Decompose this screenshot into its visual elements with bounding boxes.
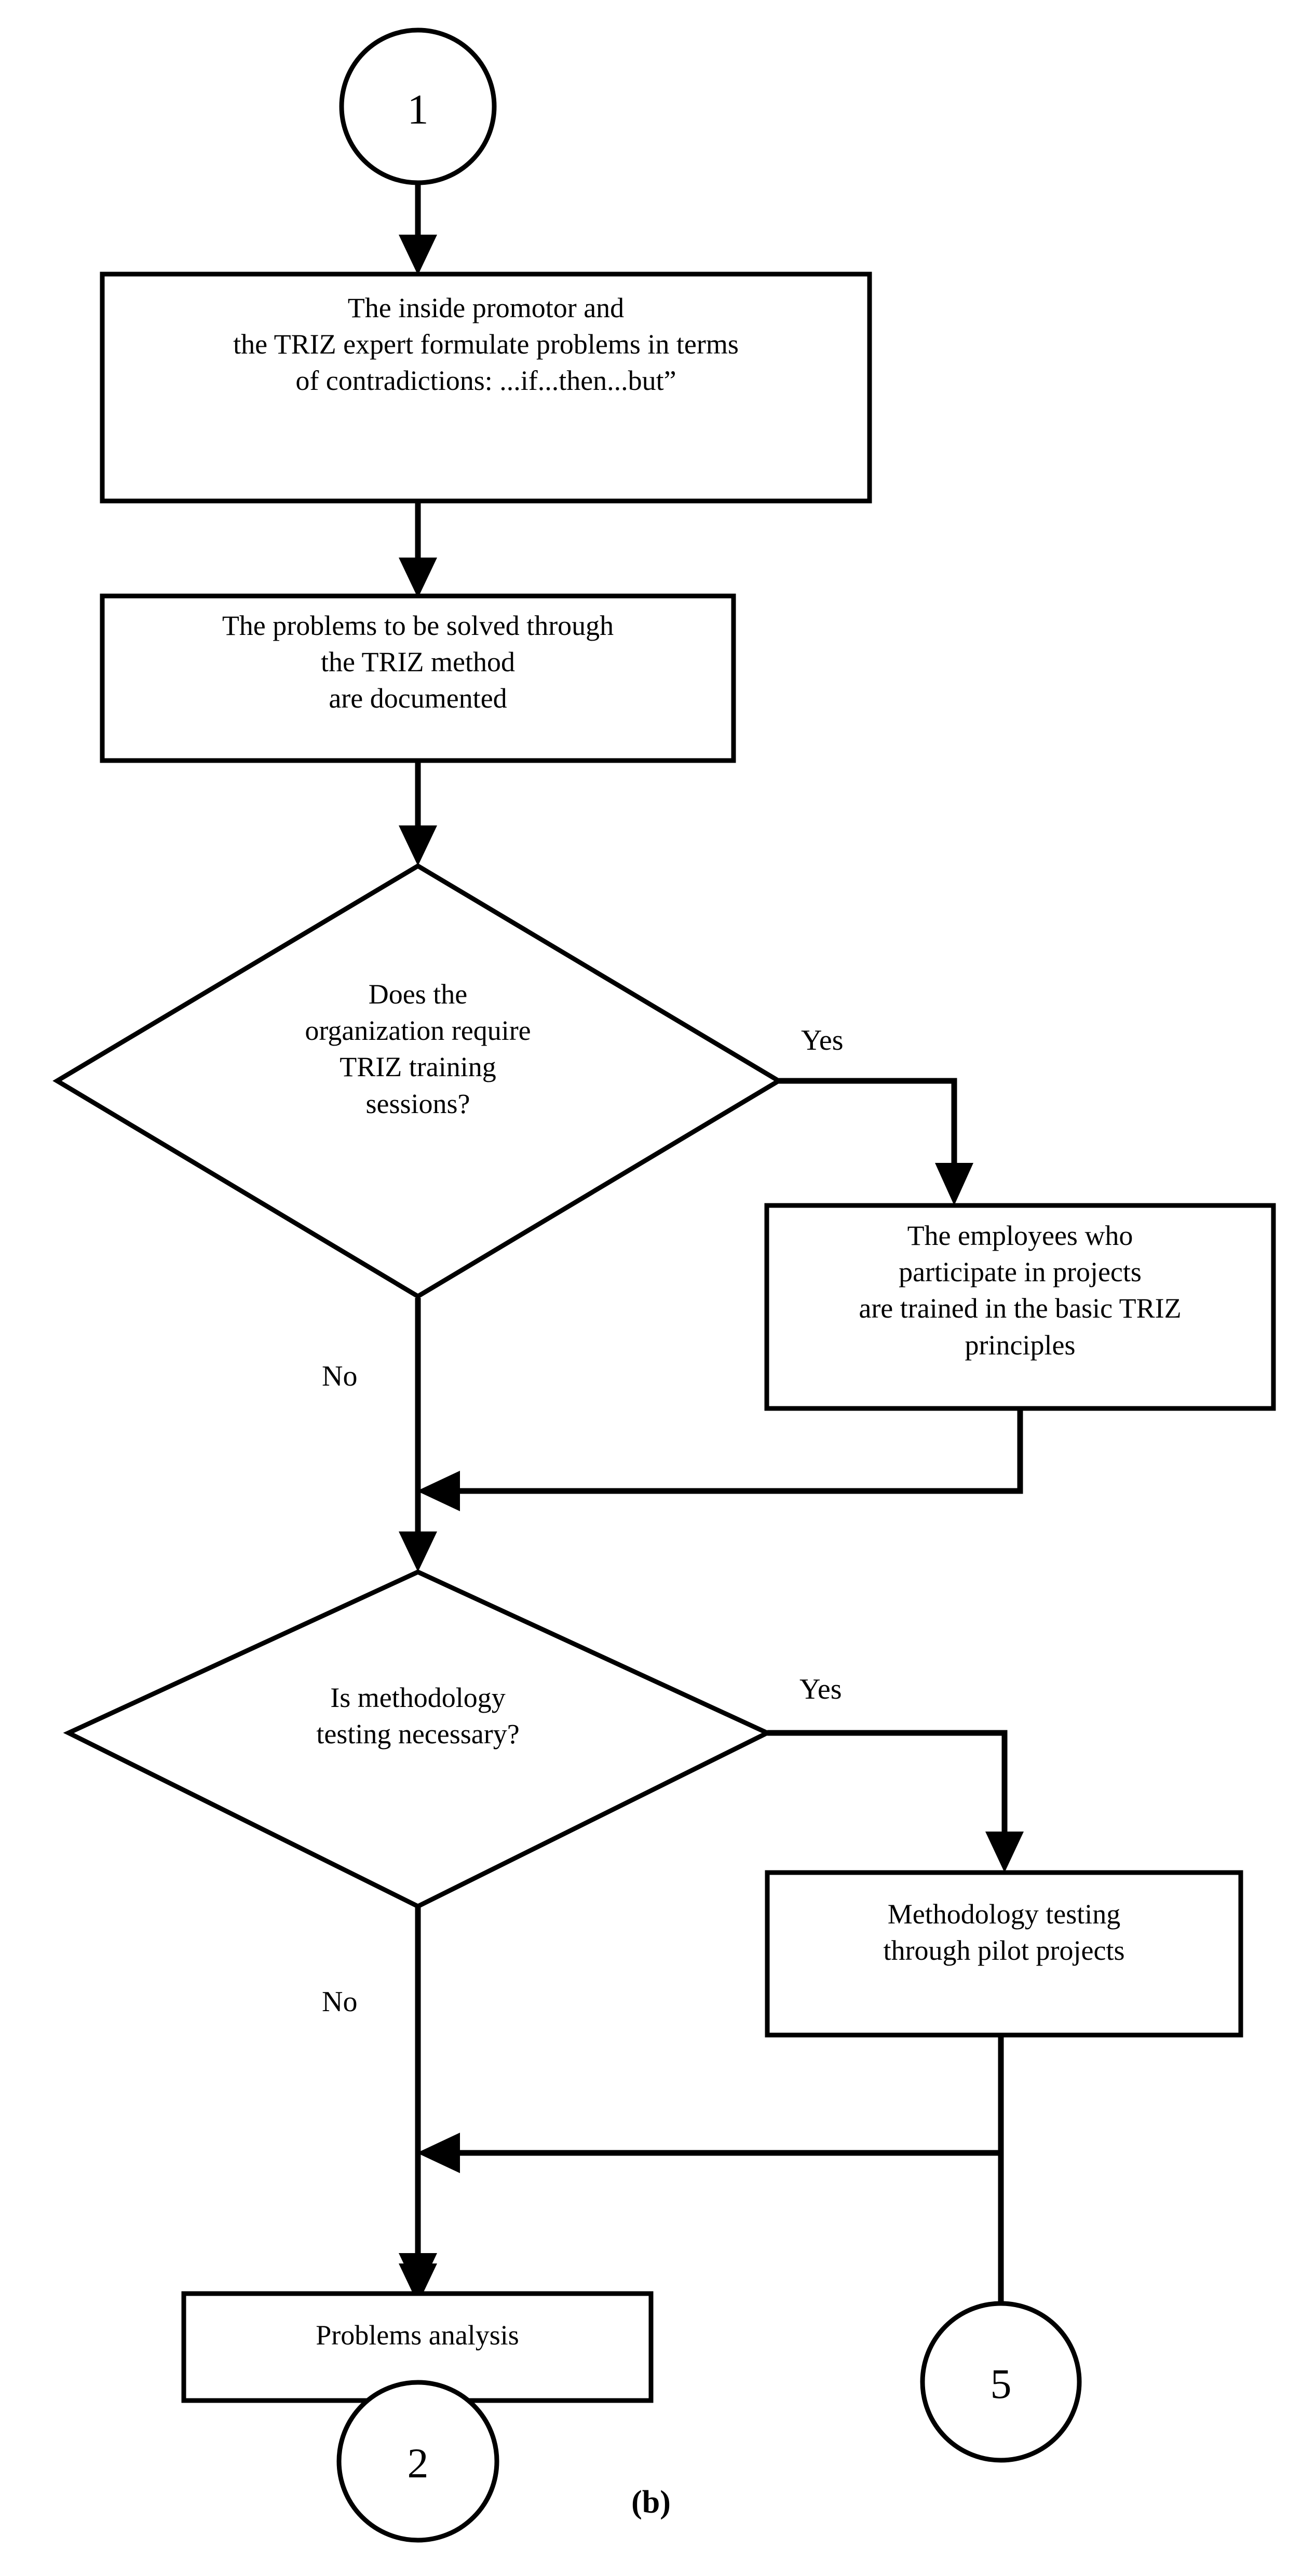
edge-training-decision-yes [779,1078,973,1205]
edge-training-box-to-merge [417,1408,1023,1511]
testing-decision-shape[interactable] [63,1569,773,1909]
edge-document-to-training-decision [399,761,437,866]
connector-start-circle[interactable] [339,28,497,185]
edge-training-decision-no [399,1298,437,1572]
document-box-shape[interactable] [100,593,736,763]
edge-testing-box-to-merge [417,2035,1004,2173]
formulate-box-shape[interactable] [100,272,872,504]
connector-end-circle-5[interactable] [920,2301,1082,2463]
training-box-shape[interactable] [764,1203,1276,1411]
edge-start-to-formulate [399,182,437,275]
edge-formulate-to-document [399,501,437,598]
connector-end-circle-2[interactable] [336,2380,499,2543]
testing-box-shape[interactable] [765,1870,1243,2038]
edge-testing-decision-no [399,1906,437,2294]
training-decision-shape[interactable] [52,863,783,1299]
edge-testing-decision-yes [767,1730,1024,1873]
